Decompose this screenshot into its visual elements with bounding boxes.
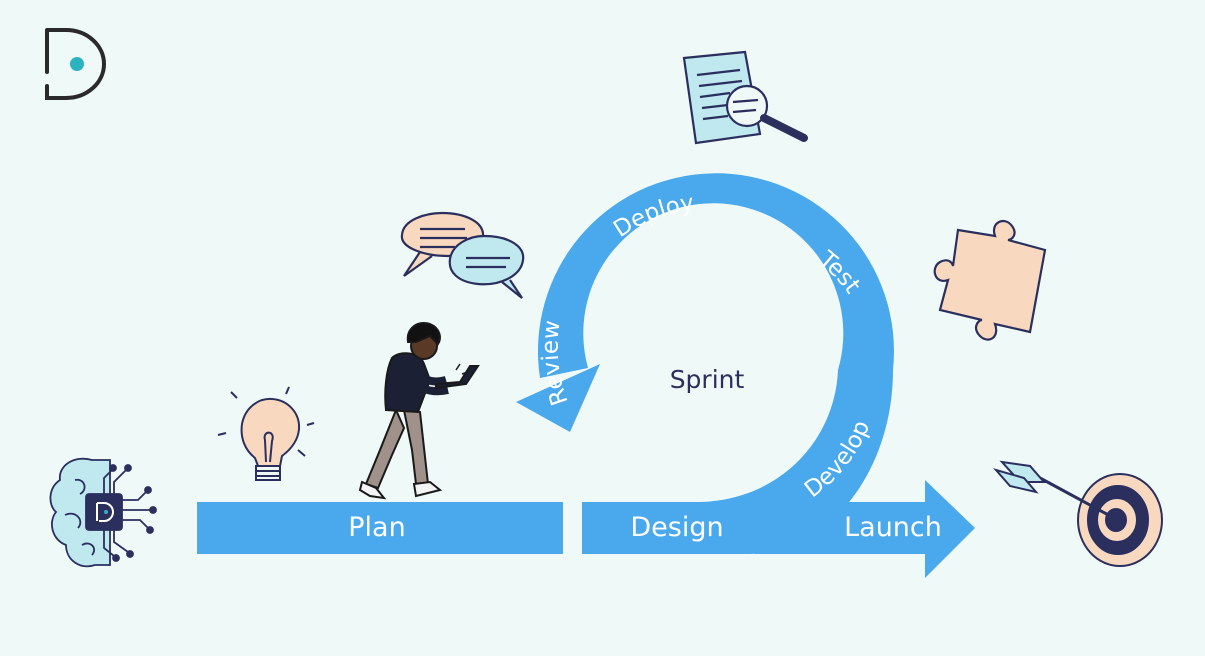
review-arrowhead bbox=[516, 364, 600, 432]
arrow-target-icon bbox=[993, 460, 1163, 567]
sprint-label: Sprint bbox=[670, 365, 745, 394]
stage-label-launch: Launch bbox=[844, 512, 942, 543]
logo-icon bbox=[45, 28, 106, 100]
stage-label-plan: Plan bbox=[348, 512, 405, 543]
chat-bubbles-icon bbox=[400, 211, 525, 299]
process-arrows bbox=[197, 173, 975, 578]
brain-chip-icon bbox=[49, 457, 157, 568]
plan-arrow bbox=[197, 502, 563, 554]
lightbulb-icon bbox=[217, 386, 315, 481]
stage-label-design: Design bbox=[630, 512, 723, 543]
person-with-laptop-icon bbox=[358, 322, 480, 500]
sprint-loop bbox=[537, 173, 894, 378]
launch-arrow bbox=[755, 480, 975, 578]
puzzle-piece-icon bbox=[933, 219, 1047, 341]
document-magnifier-icon bbox=[682, 50, 808, 145]
